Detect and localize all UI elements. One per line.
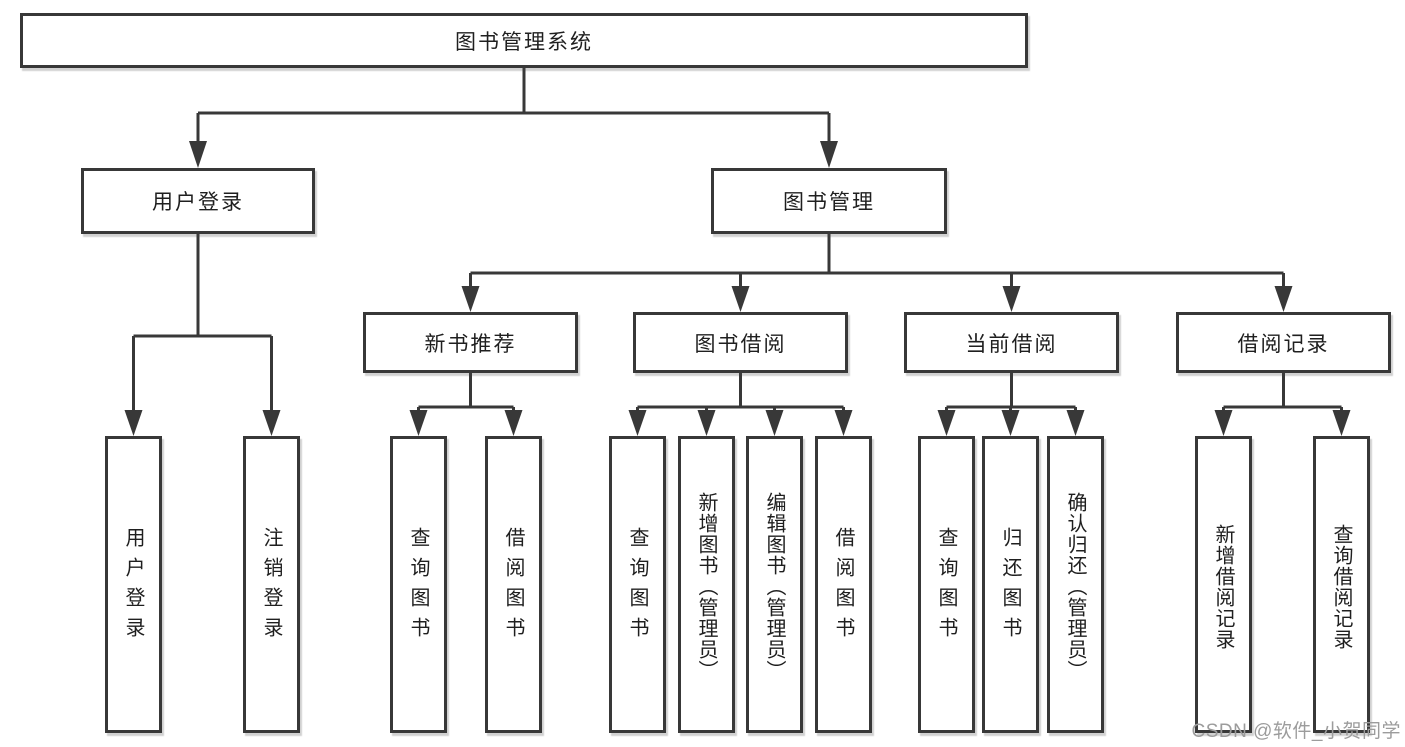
node-current-borrowing: 当前借阅: [904, 312, 1119, 373]
arrowheads: [124, 141, 1351, 436]
node-new-book-recommendation: 新书推荐: [363, 312, 578, 373]
node-library-management-system: 图书管理系统: [20, 13, 1028, 68]
node-book-management: 图书管理: [711, 168, 947, 234]
leaf-user-login: 用户登录: [105, 436, 162, 733]
leaf-query-books-2: 查询图书: [609, 436, 666, 733]
leaf-add-borrow-record: 新增借阅记录: [1195, 436, 1252, 733]
leaf-confirm-return-admin: 确认归还（管理员）: [1047, 436, 1104, 733]
leaf-query-books-3: 查询图书: [918, 436, 975, 733]
leaf-query-books: 查询图书: [390, 436, 447, 733]
csdn-watermark: CSDN @软件_小贺同学: [1191, 721, 1401, 742]
node-borrowing-records: 借阅记录: [1176, 312, 1391, 373]
leaf-query-borrow-record: 查询借阅记录: [1313, 436, 1370, 733]
leaf-add-books-admin: 新增图书（管理员）: [678, 436, 735, 733]
leaf-edit-books-admin: 编辑图书（管理员）: [746, 436, 803, 733]
node-user-login: 用户登录: [81, 168, 315, 234]
leaf-logout: 注销登录: [243, 436, 300, 733]
leaf-borrow-books: 借阅图书: [485, 436, 542, 733]
leaf-borrow-books-2: 借阅图书: [815, 436, 872, 733]
leaf-return-books: 归还图书: [982, 436, 1039, 733]
node-book-borrowing: 图书借阅: [633, 312, 848, 373]
